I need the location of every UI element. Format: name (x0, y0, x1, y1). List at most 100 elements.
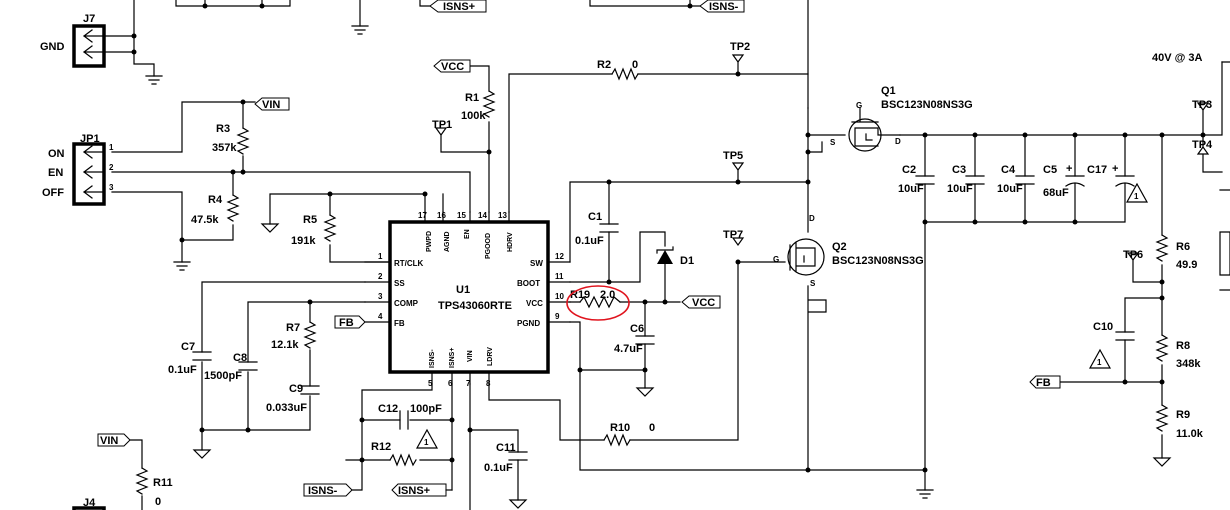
q2-ref: Q2 (832, 241, 847, 253)
output-bus-wires (899, 61, 1223, 491)
svg-text:1: 1 (378, 252, 383, 261)
svg-text:FB: FB (394, 319, 405, 328)
resistor-r6 (1155, 234, 1169, 262)
testpoint-tp4: TP4 (1192, 139, 1213, 155)
capacitor-c6 (635, 335, 655, 345)
capacitor-c11 (508, 451, 528, 461)
resistor-r1 (482, 90, 496, 118)
ground-icon (916, 489, 934, 499)
svg-text:5: 5 (428, 379, 433, 388)
resistor-r11 (135, 467, 149, 495)
testpoint-tp6: TP6 (1123, 249, 1143, 262)
svg-text:11: 11 (555, 272, 564, 281)
r11-value: 0 (155, 496, 161, 508)
q1-part: BSC123N08NS3G (881, 99, 973, 111)
net-isns-plus-top: ISNS+ (429, 0, 487, 13)
c9-ref: C9 (289, 383, 303, 395)
svg-text:VCC: VCC (441, 61, 464, 73)
r19-ref: R19 (570, 289, 590, 301)
net-isns-plus-bottom: ISNS+ (391, 483, 447, 497)
svg-text:HDRV: HDRV (507, 232, 514, 252)
resistor-r19 (579, 295, 621, 309)
c9-value: 0.033uF (266, 402, 307, 414)
capacitor-c5 (1065, 175, 1085, 187)
c4-value: 10uF (997, 183, 1023, 195)
resistor-r8 (1155, 334, 1169, 362)
r2-ref: R2 (597, 59, 611, 71)
net-vin-flag: VIN (254, 97, 290, 111)
svg-text:ISNS+: ISNS+ (443, 1, 475, 13)
r7-ref: R7 (286, 322, 300, 334)
u1-left-pins (364, 261, 391, 323)
resistor-r3 (236, 127, 250, 155)
c4-ref: C4 (1001, 164, 1016, 176)
svg-text:13: 13 (498, 211, 507, 220)
svg-text:3: 3 (109, 183, 114, 192)
r8-ref: R8 (1176, 340, 1190, 352)
c11-wires (469, 429, 519, 501)
capacitor-c8 (238, 361, 258, 371)
warning-icon: 1 (1125, 182, 1149, 203)
capacitor-c17 (1115, 175, 1135, 187)
svg-text:14: 14 (478, 211, 487, 220)
svg-text:ISNS+: ISNS+ (449, 348, 456, 368)
svg-text:1: 1 (109, 143, 114, 152)
c2-value: 10uF (898, 183, 924, 195)
ground-icon (1152, 457, 1172, 467)
r5-wires (269, 193, 444, 263)
svg-text:VIN: VIN (262, 99, 280, 111)
j4-body (72, 506, 106, 510)
svg-text:TP6: TP6 (1123, 249, 1143, 261)
ic-u1: U1 TPS43060RTE RT/CLK SS COMP FB 1 2 3 4… (364, 211, 571, 388)
r5-ref: R5 (303, 214, 317, 226)
svg-text:2: 2 (378, 272, 383, 281)
svg-text:VCC: VCC (526, 299, 543, 308)
svg-text:12: 12 (555, 252, 564, 261)
svg-text:7: 7 (466, 379, 471, 388)
r12-ref: R12 (371, 441, 391, 453)
ground-icon (351, 25, 369, 35)
net-vcc-flag: VCC (681, 295, 721, 309)
svg-text:2: 2 (109, 163, 114, 172)
c12-ref: C12 (378, 403, 398, 415)
ground-icon (508, 499, 528, 509)
svg-text:6: 6 (448, 379, 453, 388)
svg-text:3: 3 (378, 292, 383, 301)
u1-right-pins (547, 261, 571, 323)
j7-pins (83, 29, 105, 59)
svg-text:G: G (856, 101, 862, 110)
gnd-label: GND (40, 41, 65, 53)
svg-text:9: 9 (555, 312, 560, 321)
diode-d1: D1 (656, 246, 694, 267)
svg-text:17: 17 (418, 211, 427, 220)
svg-text:+: + (1066, 163, 1072, 175)
r9-value: 11.0k (1176, 428, 1204, 440)
c5-value: 68uF (1043, 187, 1069, 199)
ldrv-wires (488, 261, 739, 441)
ss-comp-wires (201, 281, 366, 451)
r1-ref: R1 (465, 92, 479, 104)
q2-wires (737, 181, 827, 471)
net-vin-bottom: VIN (97, 433, 131, 447)
resistor-r12 (389, 453, 417, 467)
svg-text:TP3: TP3 (1192, 99, 1212, 111)
c8-ref: C8 (233, 352, 247, 364)
r6-value: 49.9 (1176, 259, 1197, 271)
u1-part: TPS43060RTE (438, 300, 512, 312)
j7-wires (103, 0, 155, 77)
on-label: ON (48, 148, 65, 160)
connector-jp1: JP1 ON EN OFF 1 2 3 (42, 133, 114, 206)
svg-text:TP1: TP1 (432, 119, 452, 131)
c7-value: 0.1uF (168, 364, 197, 376)
svg-text:BOOT: BOOT (517, 279, 540, 288)
c8-value: 1500pF (204, 370, 242, 382)
c5-ref: C5 (1043, 164, 1057, 176)
warning-icon: 1 (415, 428, 439, 449)
c10-ref: C10 (1093, 321, 1113, 333)
c11-ref: C11 (496, 442, 516, 454)
capacitor-c9 (300, 385, 320, 395)
svg-text:15: 15 (457, 211, 466, 220)
r5-value: 191k (291, 235, 316, 247)
u1-bottom-pins (431, 371, 490, 385)
svg-text:SS: SS (394, 279, 405, 288)
